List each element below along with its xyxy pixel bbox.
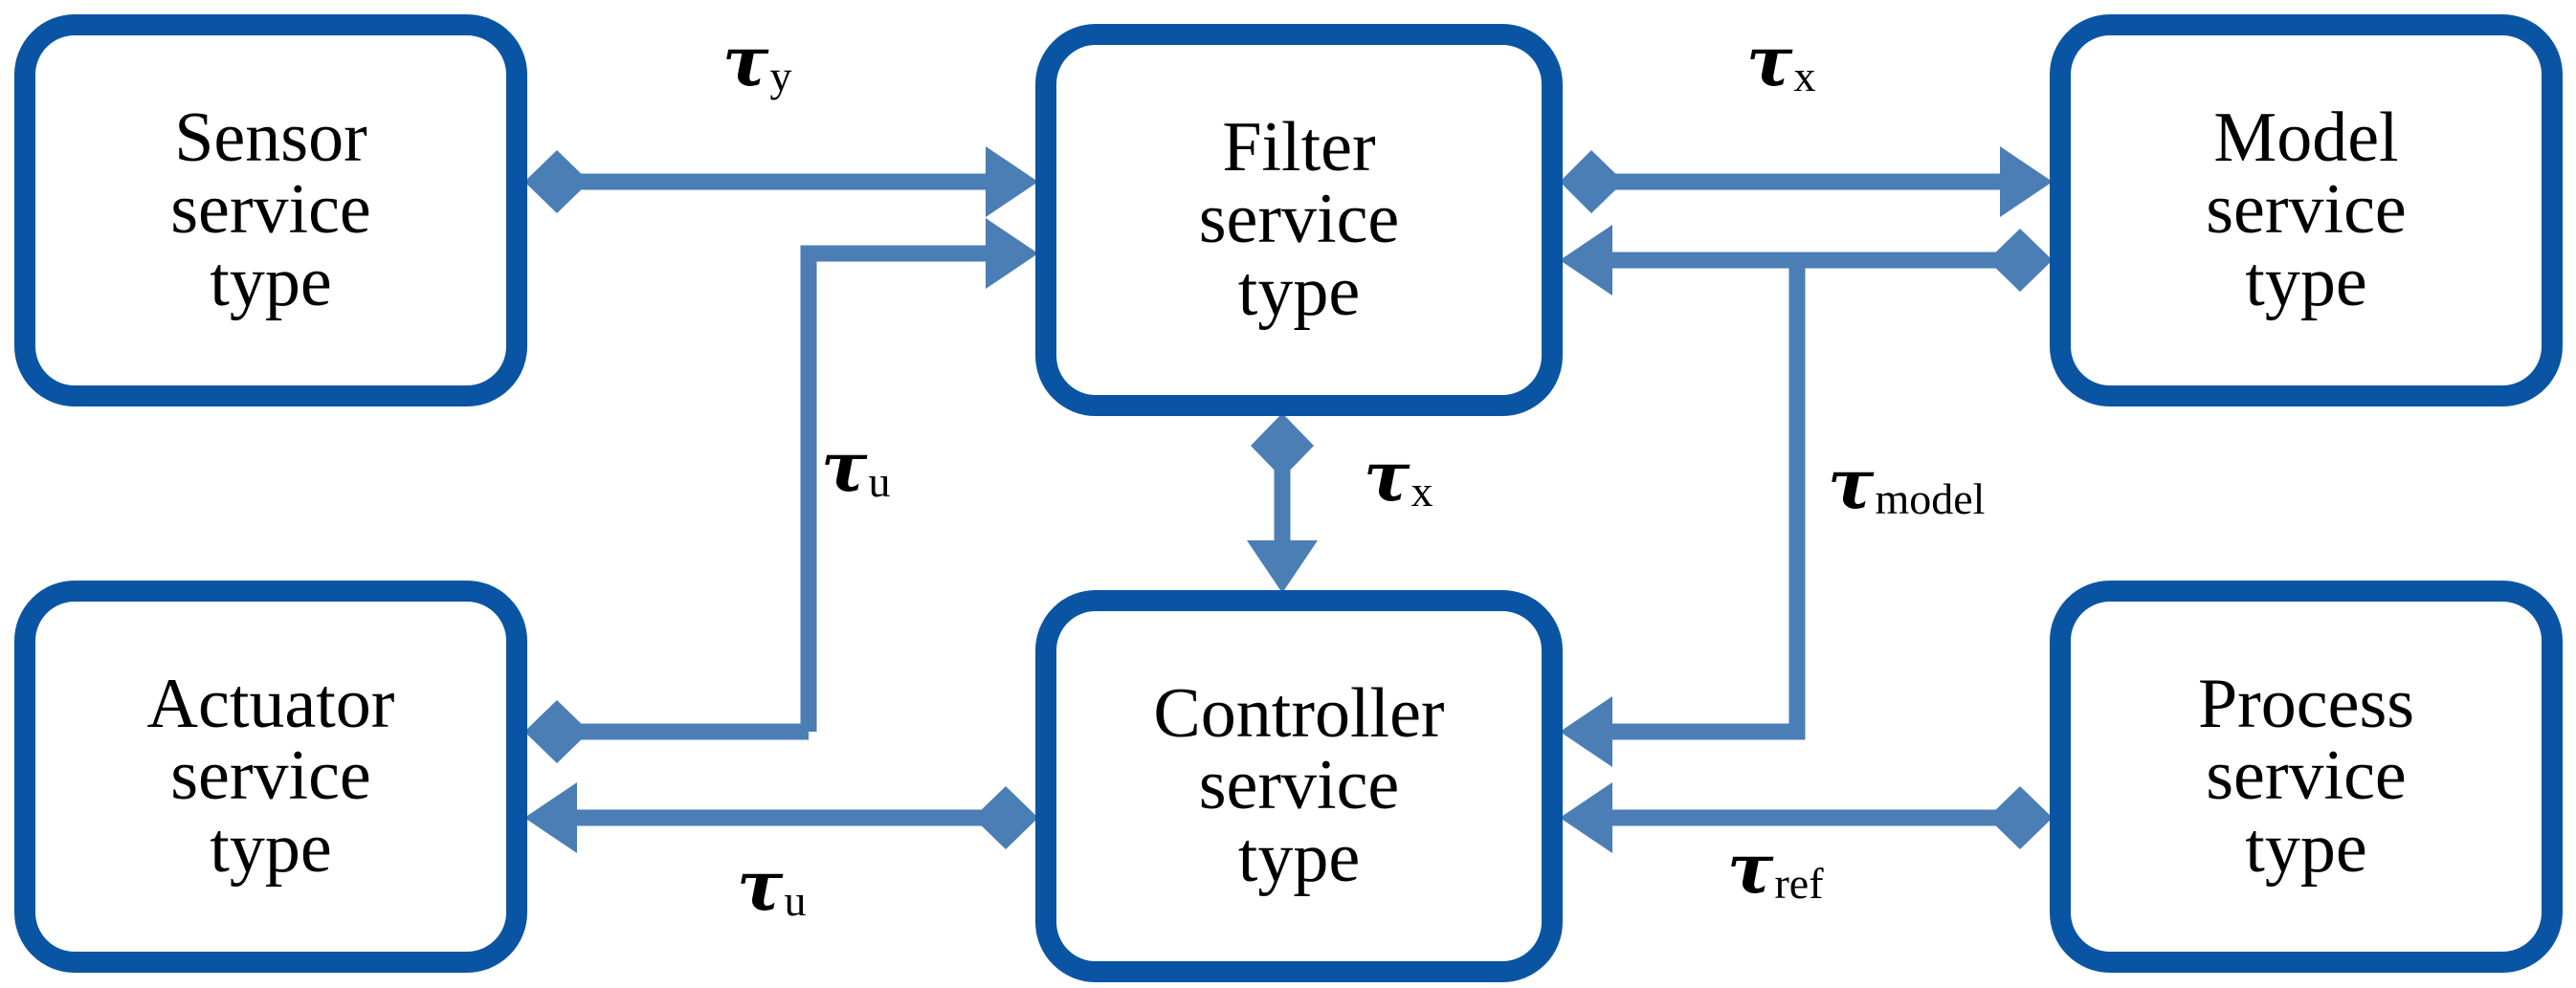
edge-label-tau-model: τmodel (1828, 450, 1985, 521)
edge-filter-to-controller[interactable] (1247, 413, 1318, 593)
arrow-head (1247, 540, 1318, 593)
arrow-head (986, 146, 1038, 217)
arrow-head (986, 218, 1038, 289)
diamond-tail (524, 150, 589, 213)
node-box-controller[interactable] (1035, 590, 1563, 982)
edge-line (800, 245, 1007, 732)
node-box-sensor[interactable] (14, 14, 527, 406)
arrow-head (2000, 146, 2053, 217)
node-box-process[interactable] (2050, 581, 2563, 973)
tau-subscript: u (868, 456, 891, 506)
nodes-layer (14, 14, 2563, 982)
arrow-head (524, 782, 577, 853)
edge-controller-to-actuator-upper[interactable] (524, 700, 809, 763)
diamond-tail (1988, 786, 2053, 849)
edge-controller-to-actuator-lower[interactable] (524, 782, 1038, 853)
tau-subscript: u (784, 875, 807, 925)
tau-symbol: τ (1727, 827, 1774, 909)
tau-symbol: τ (1828, 443, 1875, 524)
edge-filter-to-model[interactable] (1560, 146, 2053, 217)
tau-subscript: model (1875, 473, 1986, 523)
node-box-filter[interactable] (1035, 24, 1563, 416)
edge-line (1591, 260, 1806, 740)
arrow-head (1560, 782, 1612, 853)
tau-symbol: τ (737, 845, 784, 926)
edge-process-to-controller[interactable] (1560, 782, 2053, 853)
node-box-actuator[interactable] (14, 581, 527, 973)
tau-subscript: ref (1774, 858, 1824, 908)
arrow-head (1560, 696, 1612, 767)
tau-symbol: τ (821, 426, 868, 507)
edge-label-tau-u-bot: τu (737, 851, 806, 923)
node-box-model[interactable] (2050, 14, 2563, 406)
diamond-tail (973, 786, 1038, 849)
edge-label-tau-ref: τref (1727, 834, 1824, 906)
edge-label-tau-x-mid: τx (1364, 442, 1432, 514)
tau-symbol: τ (1364, 435, 1410, 516)
edge-model-to-filter[interactable] (1560, 225, 2053, 296)
edges-layer (524, 146, 2053, 853)
diamond-tail (1251, 413, 1314, 478)
edge-label-tau-x-top: τx (1746, 27, 1815, 99)
edge-label-tau-u-mid: τu (821, 432, 890, 504)
edge-sensor-to-filter[interactable] (524, 146, 1038, 217)
edge-label-tau-y: τy (722, 27, 791, 99)
tau-subscript: x (1793, 51, 1816, 100)
tau-subscript: x (1410, 466, 1433, 516)
tau-subscript: y (769, 51, 792, 100)
edge-model-to-controller[interactable] (1560, 260, 1806, 767)
diamond-head (524, 700, 589, 763)
tau-symbol: τ (722, 20, 769, 101)
tau-symbol: τ (1746, 20, 1793, 101)
arrow-head (1560, 225, 1612, 296)
diamond-tail (1560, 150, 1624, 213)
diamond-tail (1988, 229, 2053, 292)
edge-actuator-to-filter[interactable] (800, 218, 1038, 732)
